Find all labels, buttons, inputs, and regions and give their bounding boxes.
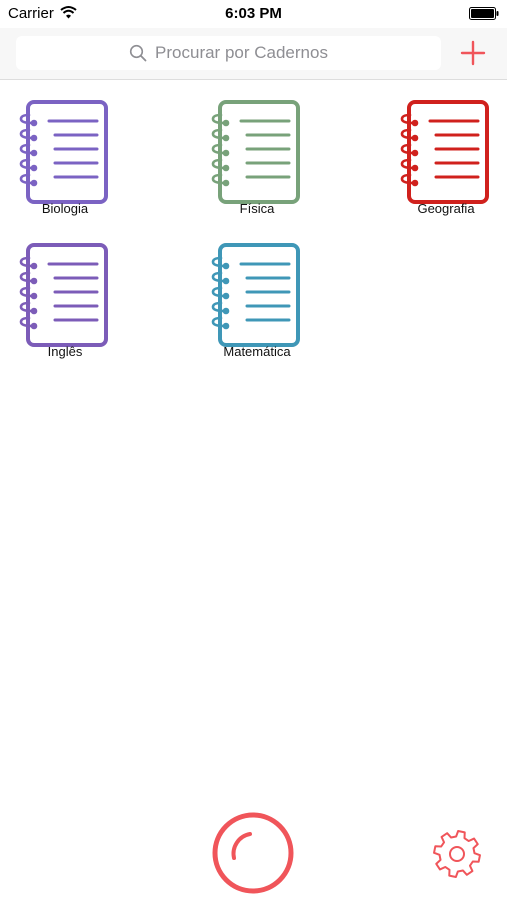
carrier-label: Carrier — [8, 5, 54, 22]
notebook-label: Geografia — [417, 201, 475, 216]
plus-icon — [460, 40, 486, 66]
notebook-label: Inglês — [47, 344, 83, 359]
notebook-item[interactable]: Física — [207, 95, 307, 216]
top-bar: Procurar por Cadernos — [0, 28, 507, 80]
search-icon — [129, 44, 147, 62]
gear-icon — [433, 830, 481, 878]
search-placeholder: Procurar por Cadernos — [155, 43, 328, 62]
record-circle-icon — [212, 812, 294, 894]
notebook-label: Matemática — [223, 344, 291, 359]
settings-button[interactable] — [430, 827, 484, 881]
notebook-icon — [19, 100, 108, 204]
notebook-item[interactable]: Matemática — [207, 238, 307, 359]
battery-icon — [469, 7, 499, 20]
notebook-icon — [400, 100, 489, 204]
record-button[interactable] — [212, 812, 294, 894]
status-bar: Carrier 6:03 PM — [0, 0, 507, 28]
notebook-item[interactable]: Biologia — [15, 95, 115, 216]
notebook-icon — [211, 243, 300, 347]
add-notebook-button[interactable] — [459, 39, 487, 67]
notebook-icon — [211, 100, 300, 204]
notebook-label: Física — [239, 201, 275, 216]
wifi-icon — [60, 6, 77, 19]
status-time: 6:03 PM — [225, 5, 282, 22]
search-input[interactable]: Procurar por Cadernos — [16, 36, 441, 70]
notebook-item[interactable]: Inglês — [15, 238, 115, 359]
notebook-label: Biologia — [41, 201, 89, 216]
notebook-icon — [19, 243, 108, 347]
notebook-item[interactable]: Geografia — [396, 95, 496, 216]
